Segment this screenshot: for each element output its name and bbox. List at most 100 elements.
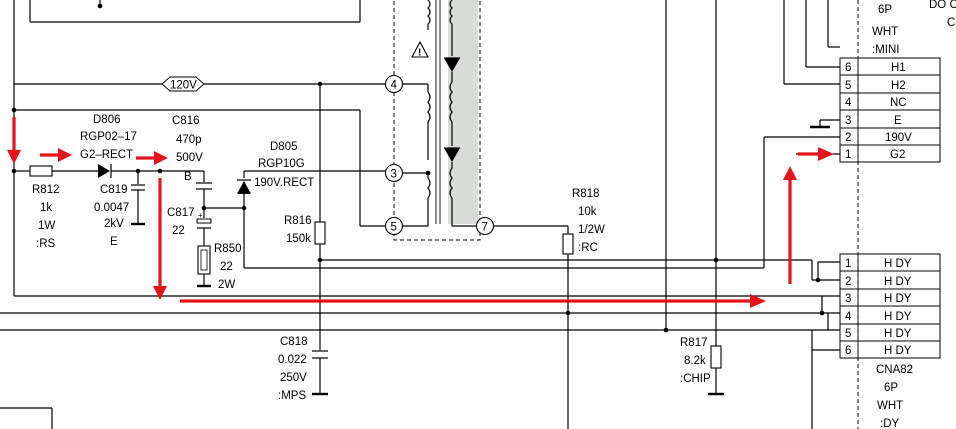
top-pin-6-num: 6 — [845, 62, 851, 74]
d805-part: RGP10G — [258, 158, 305, 170]
top-connector-header-2: WHT — [872, 26, 898, 38]
c817-labels: C817 22 — [167, 207, 195, 237]
d806-type: G2–RECT — [80, 149, 133, 161]
bottom-pin-3-label: H DY — [884, 293, 912, 305]
r818-type: :RC — [578, 242, 598, 254]
top-pin-1-label: G2 — [890, 149, 905, 161]
voltage-tag-120v: 120V — [170, 80, 197, 92]
d805-diode-icon — [237, 181, 251, 194]
bottom-pin-2-label: H DY — [884, 276, 912, 288]
arrow-down-icon — [153, 286, 167, 300]
top-pin-2-label: 190V — [885, 132, 912, 144]
c816-ref: C816 — [172, 115, 200, 127]
arrow-right-icon — [750, 294, 766, 308]
top-connector: 6P WHT :MINI DO C CI 6 H1 5 H2 4 NC 3 E … — [839, 0, 956, 163]
r817-value: 8.2k — [684, 355, 706, 367]
arrow-right-icon — [58, 148, 72, 162]
r817-resistor-icon — [710, 345, 722, 369]
arrow-right-icon — [818, 147, 834, 161]
c817-capacitor-icon — [196, 218, 212, 224]
top-frame-wires — [13, 0, 361, 110]
top-pin-4-label: NC — [890, 97, 907, 109]
bottom-connector-footer-2: WHT — [877, 400, 903, 412]
bottom-pin-4-num: 4 — [845, 311, 852, 323]
top-connector-header-3: :MINI — [872, 44, 899, 56]
pin-7-label: 7 — [482, 222, 488, 234]
bottom-pin-4-label: H DY — [884, 311, 912, 323]
c816-type: B — [184, 171, 192, 183]
bottom-pin-1-num: 1 — [845, 258, 851, 270]
top-pin-5-label: H2 — [891, 80, 906, 92]
r816-value: 150k — [286, 233, 311, 245]
d806-diode-icon — [98, 164, 110, 178]
r816-ref: R816 — [284, 215, 312, 227]
d805-type: 190V.RECT — [254, 177, 314, 189]
c819-ref: C819 — [100, 184, 128, 196]
c818-labels: C818 0.022 250V :MPS — [278, 336, 308, 402]
bottom-pin-1-label: H DY — [884, 258, 912, 270]
r818-resistor-icon — [562, 233, 574, 255]
c819-voltage: 2kV — [104, 218, 124, 230]
r850-ref: R850 — [214, 243, 242, 255]
bottom-pin-5-label: H DY — [884, 328, 912, 340]
r812-labels: R812 1k 1W :RS — [32, 184, 60, 250]
r818-labels: R818 10k 1/2W :RC — [572, 188, 605, 254]
r812-value: 1k — [40, 202, 52, 214]
d806-labels: D806 RGP02–17 G2–RECT — [80, 114, 137, 161]
d805-ref: D805 — [270, 141, 298, 153]
c816-labels: C816 470p 500V B — [172, 115, 203, 183]
bottom-connector-wires — [811, 260, 840, 429]
hv-diode-1-icon — [444, 58, 460, 72]
arrow-down-icon — [7, 150, 21, 164]
left-circuit-wires: + — [0, 0, 840, 429]
arrow-right-icon — [154, 151, 168, 165]
c819-labels: C819 0.0047 2kV E — [94, 184, 129, 248]
c818-ref: C818 — [280, 336, 308, 348]
r850-power: 2W — [218, 279, 235, 291]
c817-value: 22 — [172, 225, 185, 237]
flyback-transformer: ! — [393, 0, 481, 241]
bottom-connector-footer-1: 6P — [884, 382, 898, 394]
r850-labels: R850 22 2W — [214, 243, 242, 291]
bottom-connector-name: CNA82 — [876, 364, 913, 376]
top-pin-1-num: 1 — [845, 149, 851, 161]
d805-labels: D805 RGP10G 190V.RECT — [254, 141, 314, 189]
top-pin-3-num: 3 — [845, 115, 851, 127]
hv-diode-2-icon — [444, 148, 460, 162]
signal-flow-arrows — [7, 117, 834, 308]
r850-value: 22 — [220, 261, 233, 273]
top-pin-3-label: E — [894, 115, 902, 127]
pin-4-label: 4 — [391, 80, 398, 92]
c818-type: :MPS — [278, 390, 306, 402]
bottom-connector: 1 H DY 2 H DY 3 H DY 4 H DY 5 H DY 6 H D… — [839, 253, 941, 429]
bottom-pin-6-label: H DY — [884, 345, 912, 357]
bottom-connector-footer-3: :DY — [880, 418, 900, 429]
r817-labels: R817 8.2k :CHIP — [680, 337, 711, 385]
r816-resistor-icon — [314, 221, 326, 245]
pin-3-label: 3 — [391, 169, 397, 181]
c819-type: E — [110, 236, 118, 248]
pin-4-icon — [384, 74, 404, 94]
d806-part: RGP02–17 — [80, 131, 137, 143]
bottom-pin-2-num: 2 — [845, 276, 851, 288]
r812-power: 1W — [38, 220, 55, 232]
r812-resistor-icon — [29, 165, 53, 177]
c818-value: 0.022 — [278, 354, 307, 366]
c816-voltage: 500V — [176, 152, 203, 164]
c818-voltage: 250V — [280, 372, 307, 384]
r818-power: 1/2W — [578, 224, 605, 236]
top-right-text-1: DO C — [929, 0, 956, 11]
c816-value: 470p — [176, 134, 202, 146]
r817-type: :CHIP — [680, 373, 711, 385]
transformer-pins: 4 3 5 7 — [384, 74, 495, 236]
r812-type: :RS — [36, 238, 56, 250]
arrow-up-icon — [783, 166, 797, 180]
top-pin-2-num: 2 — [845, 132, 851, 144]
warning-mark: ! — [418, 48, 421, 59]
svg-text:+: + — [198, 211, 203, 220]
top-pin-5-num: 5 — [845, 80, 851, 92]
r818-value: 10k — [578, 206, 597, 218]
pin-3-icon — [384, 163, 404, 183]
r818-ref: R818 — [572, 188, 600, 200]
